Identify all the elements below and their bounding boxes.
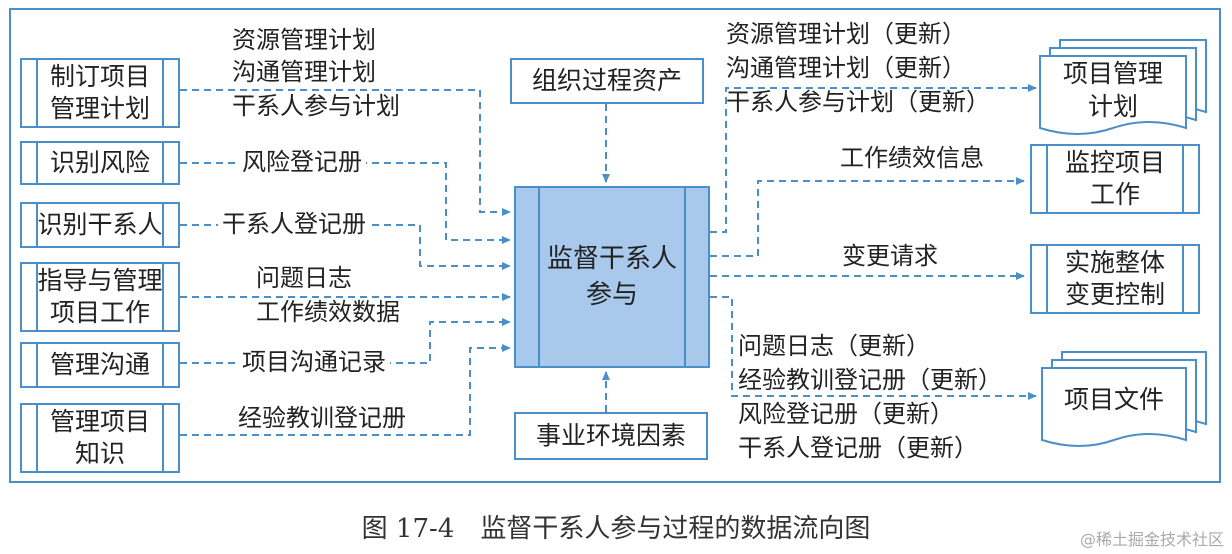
flow-label-1-line-2: 沟通管理计划 (232, 58, 376, 86)
input-box-6: 管理项目 知识 (20, 403, 180, 473)
watermark: @稀土掘金技术社区 (1079, 530, 1224, 549)
bottom-input-box: 事业环境因素 (514, 412, 708, 460)
top-input-label: 组织过程资产 (531, 65, 682, 95)
input-box-2-label: 识别风险 (49, 147, 150, 177)
input-box-4: 指导与管理 项目工作 (20, 262, 180, 332)
input-box-3-label: 识别干系人 (37, 209, 163, 239)
out-flow-label-1-line-2: 沟通管理计划（更新） (726, 54, 966, 82)
flow-line-out-1 (710, 84, 1037, 233)
out-flow-label-2: 工作绩效信息 (840, 144, 984, 172)
input-box-1-label: 制订项目 管理计划 (49, 61, 150, 124)
out-flow-label-3: 变更请求 (842, 242, 938, 270)
input-box-6-label: 管理项目 知识 (49, 406, 150, 469)
process-label: 监督干系人 参与 (546, 243, 677, 310)
output-doc-project-docs: 项目文件 (1040, 350, 1210, 450)
flow-label-5: 项目沟通记录 (238, 350, 390, 374)
flow-label-4-line-1: 问题日志 (256, 264, 352, 292)
out-flow-label-1-line-1: 资源管理计划（更新） (726, 20, 966, 48)
top-input-box: 组织过程资产 (510, 58, 704, 104)
output-box-change-control: 实施整体 变更控制 (1030, 244, 1200, 314)
flow-label-1-line-1: 资源管理计划 (232, 26, 376, 54)
output-doc-project-plan: 项目管理 计划 (1038, 38, 1210, 138)
flow-line-6 (180, 344, 511, 436)
flow-label-6: 经验教训登记册 (238, 404, 406, 432)
out-flow-label-4-line-2: 经验教训登记册（更新） (738, 366, 1002, 394)
doc-stack-icon (1041, 351, 1207, 447)
input-box-2: 识别风险 (20, 141, 180, 185)
out-flow-label-1-line-3: 干系人参与计划（更新） (726, 88, 990, 116)
input-box-5: 管理沟通 (20, 342, 180, 388)
out-flow-label-4-line-1: 问题日志（更新） (738, 332, 930, 360)
input-box-3: 识别干系人 (20, 202, 180, 248)
figure-caption: 图 17-4 监督干系人参与过程的数据流向图 (361, 514, 871, 544)
out-flow-label-4-line-4: 干系人登记册（更新） (738, 434, 978, 462)
output-box-change-control-label: 实施整体 变更控制 (1064, 247, 1165, 310)
flow-line-1 (180, 89, 511, 216)
output-box-monitor: 监控项目 工作 (1030, 144, 1200, 214)
process-box: 监督干系人 参与 (514, 186, 710, 368)
flow-label-3: 干系人登记册 (218, 212, 370, 236)
output-doc-project-plan-label: 项目管理 计划 (1062, 59, 1163, 121)
input-box-1: 制订项目 管理计划 (20, 58, 180, 128)
flow-label-4-line-2: 工作绩效数据 (256, 298, 400, 326)
flow-line-out-2 (710, 177, 1025, 257)
input-box-4-label: 指导与管理 项目工作 (37, 265, 163, 328)
output-doc-project-docs-label: 项目文件 (1063, 385, 1164, 414)
flow-label-1-line-3: 干系人参与计划 (232, 92, 400, 120)
output-box-monitor-label: 监控项目 工作 (1064, 147, 1165, 210)
out-flow-label-4-line-3: 风险登记册（更新） (738, 400, 954, 428)
doc-stack-icon (1039, 39, 1207, 135)
bottom-input-label: 事业环境因素 (535, 420, 686, 450)
diagram-frame (9, 8, 1221, 483)
flow-label-2: 风险登记册 (238, 150, 366, 174)
input-box-5-label: 管理沟通 (49, 349, 150, 379)
